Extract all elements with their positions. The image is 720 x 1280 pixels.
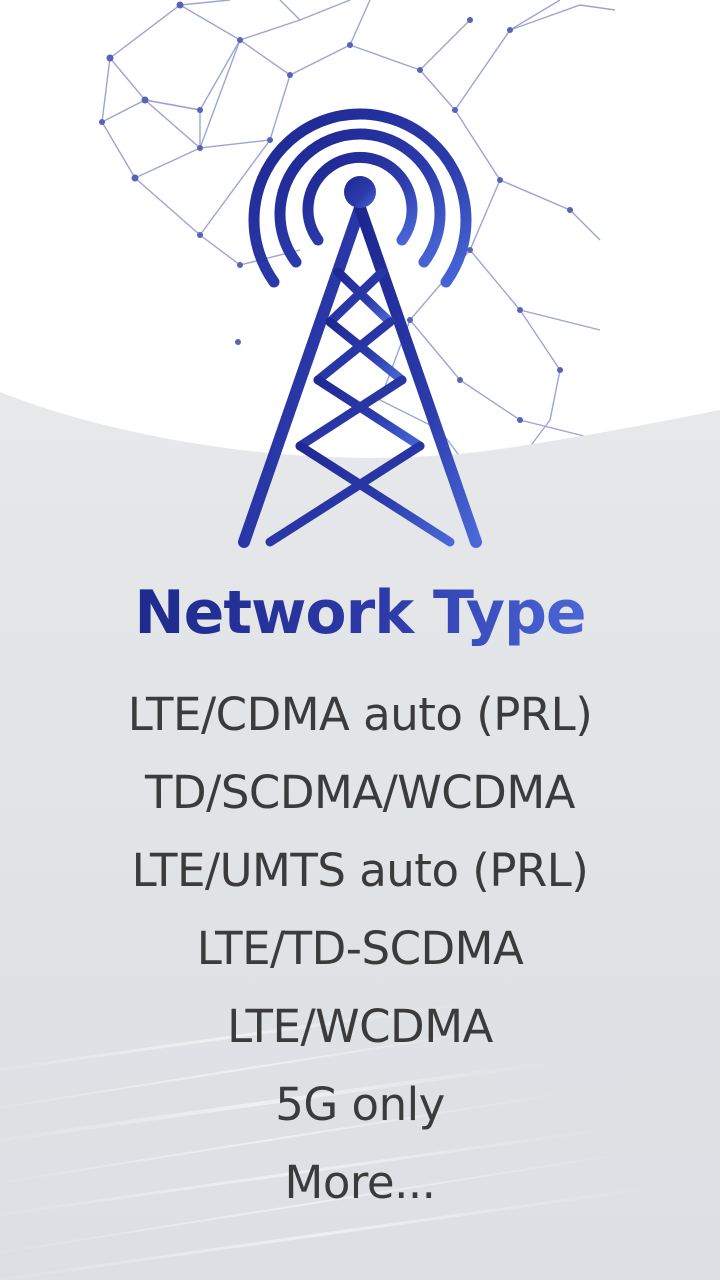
cell-tower-icon [238,108,482,548]
network-type-item-lte-umts: LTE/UMTS auto (PRL) [131,844,589,897]
network-type-item-more: More... [284,1156,436,1209]
page-title: Network Type [0,578,720,648]
network-type-item-lte-td-scdma: LTE/TD-SCDMA [196,922,524,975]
network-type-item-lte-wcdma: LTE/WCDMA [227,1000,493,1053]
page-title-text: Network Type [134,578,586,648]
network-type-item-td-scdma-wcdma: TD/SCDMA/WCDMA [145,766,575,819]
network-type-item-5g-only: 5G only [275,1078,445,1131]
network-type-list: LTE/CDMA auto (PRL) TD/SCDMA/WCDMA LTE/U… [0,676,720,1222]
network-type-item-lte-cdma: LTE/CDMA auto (PRL) [127,688,593,741]
